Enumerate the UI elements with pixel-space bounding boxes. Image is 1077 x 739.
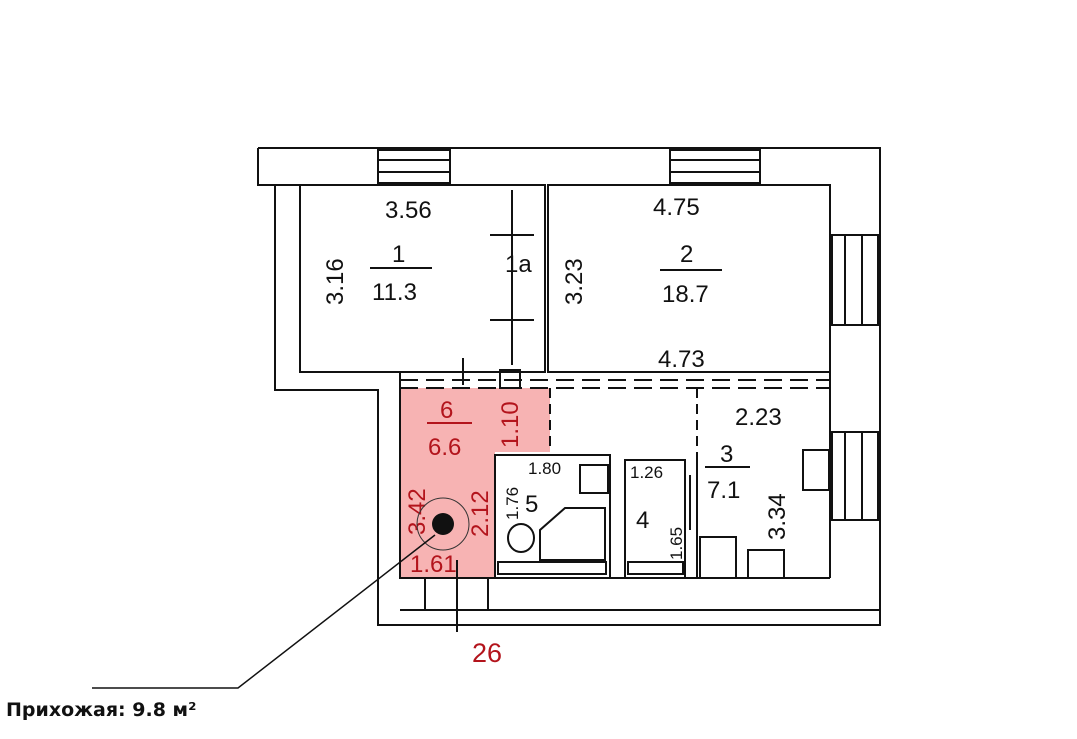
room-2-depth: 3.23 [561,258,588,305]
room-1-number: 1 [392,241,405,268]
room-3-number: 3 [720,441,733,468]
sink-icon [579,464,609,494]
room-4-width: 1.26 [630,463,663,482]
room-6-number: 6 [440,397,453,424]
room-2-number: 2 [680,241,693,268]
room-2-width: 4.75 [653,194,700,221]
room-2-area: 18.7 [662,281,709,308]
room-6-top: 1.10 [497,401,524,448]
fixtures [507,449,830,579]
room-1-depth: 3.16 [322,258,349,305]
windows [377,149,879,521]
room-1-area: 11.3 [372,279,417,306]
stove-icon [747,549,785,579]
room-5-width: 1.80 [528,459,561,478]
room-6-width: 1.61 [410,551,457,578]
boiler-icon [699,536,737,579]
room-6-side: 2.12 [467,490,494,537]
hallway-area-caption: Прихожая: 9.8 м² [6,699,197,721]
location-marker-dot [432,513,454,535]
room-3-depth: 3.34 [764,493,791,540]
apartment-number: 26 [472,638,502,668]
leader-line [92,534,436,689]
shower-icon [539,507,606,561]
room-5-depth: 1.76 [503,487,522,520]
room-1a-number: 1а [505,251,532,278]
walls [257,147,881,632]
room-2-width-bottom: 4.73 [658,346,705,373]
room-5-number: 5 [525,491,538,518]
room-4-depth: 1.65 [667,527,686,560]
room-4-number: 4 [636,507,649,534]
toilet-icon [507,523,535,553]
location-marker-ring [416,497,470,551]
room-1-width: 3.56 [385,197,432,224]
room-3-area: 7.1 [707,477,740,504]
kitchen-sink-icon [802,449,830,491]
room-6-area: 6.6 [428,434,461,461]
room-3-width: 2.23 [735,404,782,431]
room-labels: 3.56 1 11.3 3.16 1а 4.75 2 18.7 3.23 4.7… [322,194,791,578]
